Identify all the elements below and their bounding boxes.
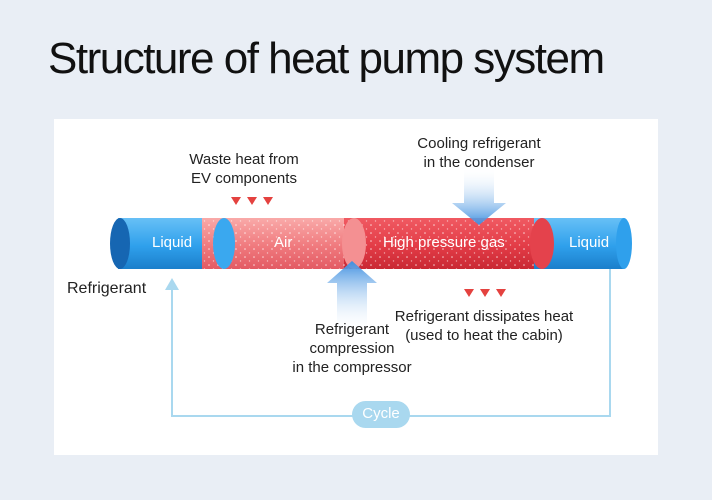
pipe-joint-middle: [342, 218, 366, 269]
pipe-end-right: [616, 218, 632, 269]
pipe-label-liquid-left: Liquid: [152, 234, 193, 251]
pipe-label-air: Air: [274, 234, 293, 251]
heat-marker-icon: [480, 289, 490, 297]
compression-arrow-icon: [327, 261, 377, 333]
cooling-label: Cooling refrigerant in the condenser: [417, 135, 541, 171]
heat-marker-icon: [231, 197, 241, 205]
dissipates-label: Refrigerant dissipates heat (used to hea…: [394, 308, 574, 344]
pipe-joint-left: [213, 218, 235, 269]
heat-marker-icon: [464, 289, 474, 297]
page-title: Structure of heat pump system: [48, 34, 605, 83]
heat-pump-diagram: [110, 167, 632, 428]
heat-marker-icon: [496, 289, 506, 297]
pipe-opening-left: [110, 218, 130, 269]
compression-label: Refrigerant compression in the compresso…: [292, 321, 412, 376]
cycle-up-arrowhead: [165, 278, 179, 290]
pipe-joint-right: [530, 218, 554, 269]
cooling-arrow-icon: [452, 167, 506, 225]
diagram-panel: Cooling refrigerant in the condenser Was…: [54, 119, 658, 455]
heat-marker-icon: [263, 197, 273, 205]
refrigerant-label: Refrigerant: [67, 280, 147, 297]
heat-marker-icon: [247, 197, 257, 205]
pipe-label-gas: High pressure gas: [383, 234, 505, 251]
pipe-gas-dots: [344, 218, 544, 269]
cycle-pill: [352, 401, 410, 428]
cycle-label: Cycle: [362, 405, 400, 422]
waste-heat-label: Waste heat from EV components: [189, 151, 299, 187]
pipe-label-liquid-right: Liquid: [569, 234, 610, 251]
